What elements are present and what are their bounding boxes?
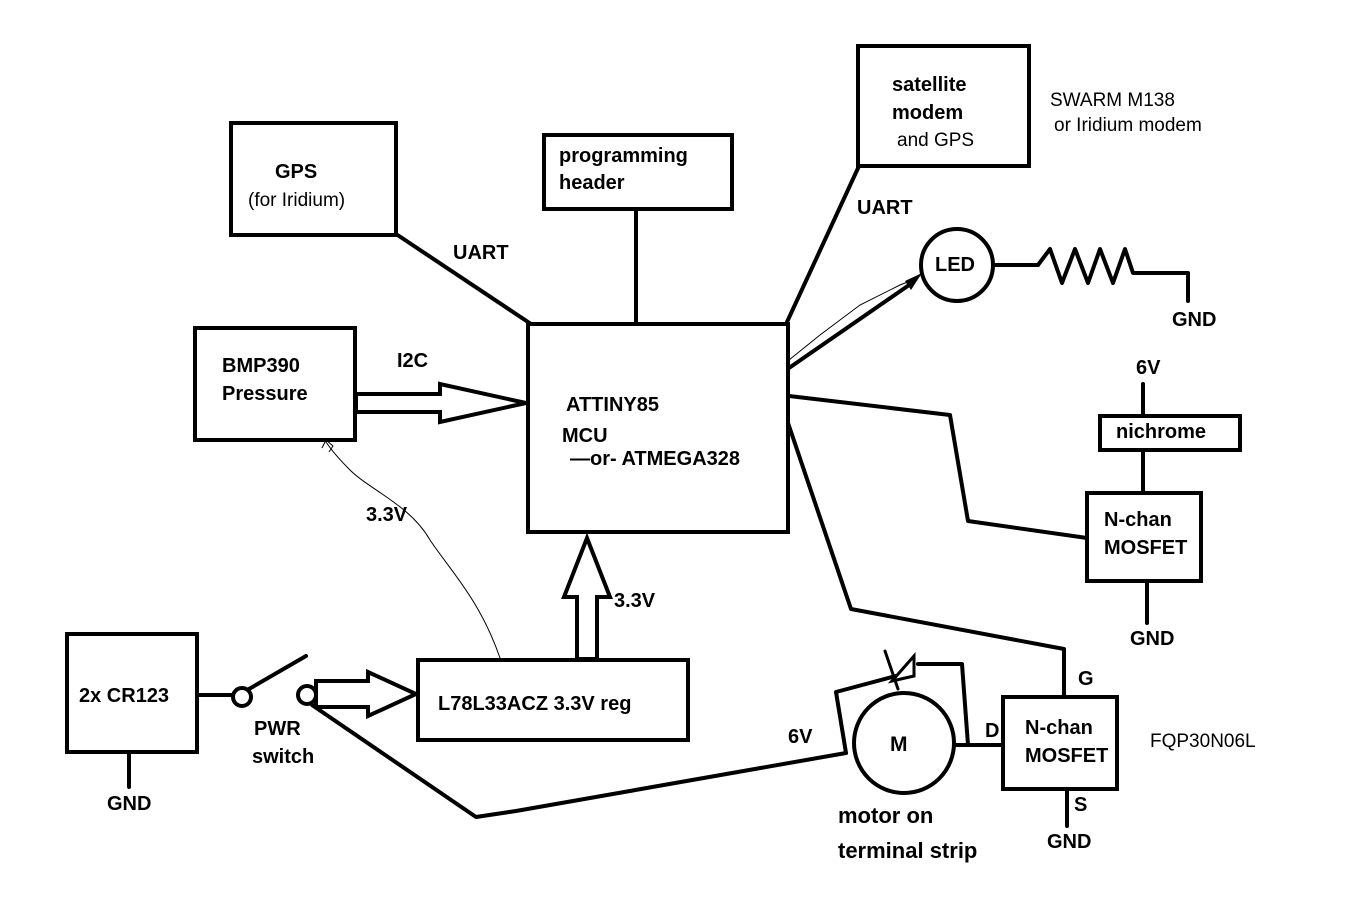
switch-motor-6v-wire (310, 703, 848, 819)
gps-uart-wire (394, 232, 533, 326)
satellite-modem-line1: satellite (892, 74, 966, 96)
gnd-heater-label: GND (1130, 628, 1174, 650)
motor-mosfet-line2: MOSFET (1025, 745, 1108, 767)
v6-heater-label: 6V (1136, 357, 1161, 379)
nichrome-label: nichrome (1116, 421, 1206, 443)
mcu-power-arrow (561, 532, 613, 661)
switch-terminal-right (296, 684, 318, 706)
gnd-led-label: GND (1172, 309, 1216, 331)
programming-header-line2: header (559, 172, 625, 194)
motor-mosfet-box (1001, 695, 1119, 791)
led-wire-sketch (788, 277, 919, 361)
uart-gps-label: UART (453, 242, 509, 264)
pwr-switch-line2: switch (252, 746, 314, 768)
flyback-diode-icon (887, 652, 916, 684)
heater-mosfet-line2: MOSFET (1104, 537, 1187, 559)
gnd-motor-label: GND (1047, 831, 1091, 853)
reg-power-arrow (314, 668, 421, 720)
battery-label: 2x CR123 (79, 685, 169, 707)
led-wire (787, 281, 914, 370)
programming-header-box (542, 133, 734, 211)
resistor-icon (1036, 247, 1190, 303)
modem-uart-wire (785, 164, 861, 324)
regulator-box (416, 658, 690, 742)
battery-box (65, 632, 199, 754)
source-label: S (1074, 794, 1087, 816)
i2c-arrow (354, 381, 527, 425)
sensor-3v3-wire (325, 441, 501, 659)
gps-title: GPS (275, 161, 317, 183)
switch-terminal-left (231, 686, 253, 708)
mcu-line1: ATTINY85 (566, 394, 659, 416)
gate-label: G (1078, 668, 1094, 690)
satellite-modem-line2: modem (892, 102, 963, 124)
heater-mosfet-line1: N-chan (1104, 509, 1172, 531)
motor-mosfet-part: FQP30N06L (1150, 731, 1256, 752)
i2c-label: I2C (397, 350, 428, 372)
uart-modem-label: UART (857, 197, 913, 219)
satellite-modem-box (856, 44, 1031, 168)
motor-diode-left-wire (834, 674, 898, 755)
gps-subtitle: (for Iridium) (248, 190, 345, 211)
programming-header-line1: programming (559, 145, 688, 167)
bmp390-line1: BMP390 (222, 355, 300, 377)
motor-icon (852, 691, 956, 795)
heater-mosfet-box (1085, 491, 1203, 583)
bmp390-line2: Pressure (222, 383, 308, 405)
satellite-modem-line3: and GPS (897, 130, 974, 151)
motor-mosfet-line1: N-chan (1025, 717, 1093, 739)
v6-motor-label: 6V (788, 726, 813, 748)
led-label: LED (935, 254, 975, 276)
gps-box (229, 121, 398, 237)
switch-lever-icon (247, 654, 308, 691)
sensor-3v3-arrow (321, 439, 334, 453)
drain-label: D (985, 720, 999, 742)
v33-mcu-label: 3.3V (614, 590, 656, 612)
regulator-label: L78L33ACZ 3.3V reg (438, 693, 631, 715)
mcu-motor-gate-wire (785, 418, 1066, 699)
motor-symbol: M (890, 733, 908, 756)
modem-note-line2: or Iridium modem (1054, 115, 1202, 136)
modem-note-line1: SWARM M138 (1050, 90, 1175, 111)
mcu-box (526, 322, 790, 534)
led-icon (919, 227, 995, 303)
led-wire-arrowhead (905, 273, 922, 290)
gnd-battery-label: GND (107, 793, 151, 815)
pwr-switch-line1: PWR (254, 718, 301, 740)
mcu-line3: —or- ATMEGA328 (570, 448, 740, 470)
flyback-diode-bar (883, 649, 900, 691)
motor-line1: motor on (838, 803, 933, 828)
bmp390-box (193, 326, 357, 442)
mcu-heater-gate-wire (787, 394, 1089, 540)
v33-sensor-label: 3.3V (366, 504, 408, 526)
mcu-line2: MCU (562, 425, 608, 447)
motor-line2: terminal strip (838, 838, 977, 863)
nichrome-box (1098, 414, 1242, 452)
